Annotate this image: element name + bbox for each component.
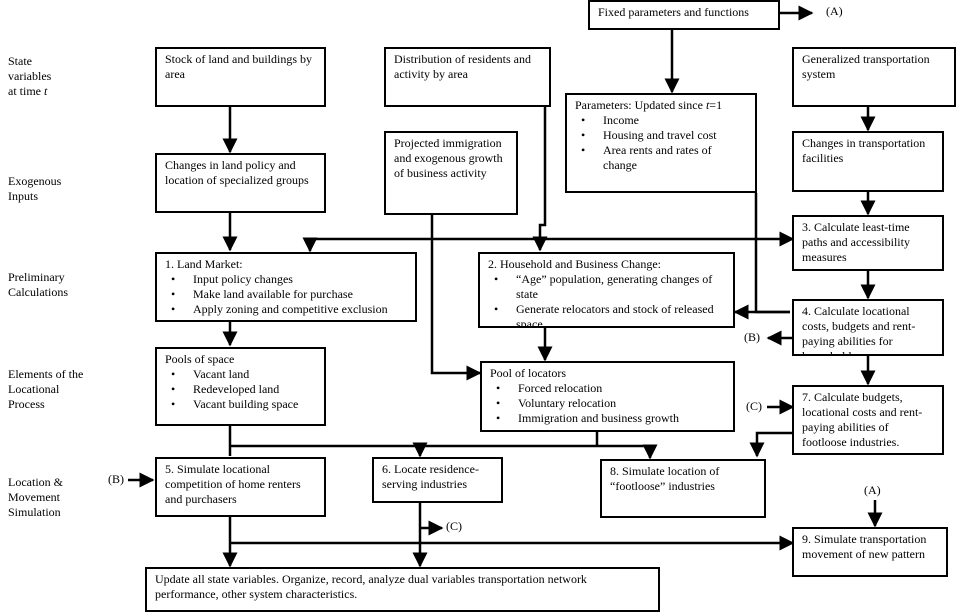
land-market-item: Input policy changes	[171, 272, 407, 287]
pools-space-item: Vacant building space	[171, 397, 316, 412]
locators-item: Forced relocation	[496, 381, 725, 396]
fixed-parameters-box: Fixed parameters and functions	[588, 0, 780, 30]
land-policy-box: Changes in land policy and location of s…	[155, 153, 326, 213]
distribution-residents-box: Distribution of residents and activity b…	[384, 47, 551, 107]
connector-a-in: (A)	[864, 483, 881, 497]
arrow-budgets-to-footloose	[749, 431, 793, 458]
arrow-distribution-to-household	[532, 107, 548, 252]
footloose-budgets-box: 7. Calculate budgets, locational costs a…	[792, 385, 944, 455]
land-market-item: Make land available for purchase	[171, 287, 407, 302]
parameter-item: Income	[581, 113, 747, 128]
locational-costs-box: 4. Calculate locational costs, budgets a…	[792, 299, 944, 356]
parameter-item: Area rents and rates of change	[581, 143, 747, 173]
connector-c-in: (C)	[746, 399, 762, 413]
pools-of-space-box: Pools of space Vacant land Redeveloped l…	[155, 347, 326, 426]
household-item: Generate relocators and stock of release…	[494, 302, 725, 326]
least-time-paths-box: 3. Calculate least-time paths and access…	[792, 215, 944, 271]
connector-b-in: (B)	[108, 472, 124, 486]
pools-space-item: Vacant land	[171, 367, 316, 382]
pools-space-item: Redeveloped land	[171, 382, 316, 397]
update-state-variables-box: Update all state variables. Organize, re…	[145, 567, 660, 612]
household-item: “Age” population, generating changes of …	[494, 272, 725, 302]
stock-land-buildings-box: Stock of land and buildings by area	[155, 47, 326, 107]
generalized-transportation-box: Generalized transportation system	[792, 47, 956, 107]
projected-immigration-box: Projected immigration and exogenous grow…	[384, 131, 518, 215]
pool-of-locators-box: Pool of locators Forced relocation Volun…	[480, 361, 735, 432]
connector-c-out: (C)	[446, 519, 462, 533]
locators-item: Immigration and business growth	[496, 411, 725, 426]
arrow-immigration-to-locators	[430, 215, 482, 381]
simulate-footloose-box: 8. Simulate location of “footloose” indu…	[600, 459, 766, 518]
connector-a-out: (A)	[826, 4, 843, 18]
row-label-state-variables: State variables at time t	[8, 54, 52, 98]
connector-b-out: (B)	[744, 330, 760, 344]
land-market-box: 1. Land Market: Input policy changes Mak…	[155, 252, 417, 322]
land-market-item: Apply zoning and competitive exclusion	[171, 302, 407, 317]
household-business-change-box: 2. Household and Business Change: “Age” …	[478, 252, 735, 328]
parameter-item: Housing and travel cost	[581, 128, 747, 143]
transportation-movement-box: 9. Simulate transportation movement of n…	[792, 527, 948, 577]
simulate-competition-box: 5. Simulate locational competition of ho…	[155, 457, 326, 517]
transportation-changes-box: Changes in transportation facilities	[792, 131, 944, 192]
parameters-box: Parameters: Updated since t=1 Income Hou…	[565, 93, 757, 193]
line-params-down	[754, 193, 790, 314]
residence-serving-box: 6. Locate residence-serving industries	[372, 457, 503, 503]
locators-item: Voluntary relocation	[496, 396, 725, 411]
